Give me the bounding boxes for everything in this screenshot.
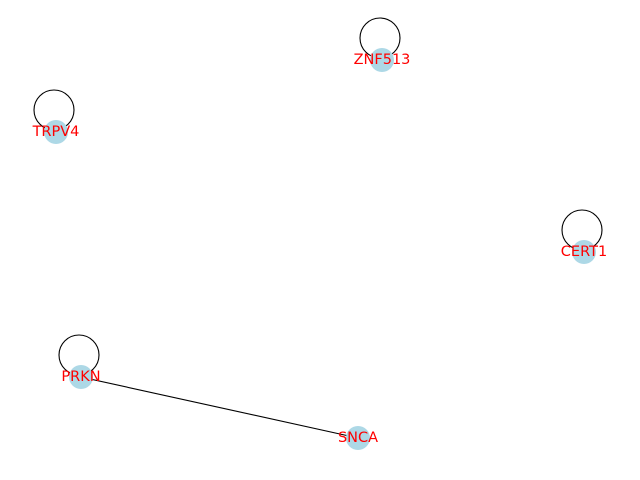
node-trpv4	[44, 120, 68, 144]
node-znf513	[370, 48, 394, 72]
node-label-prkn: PRKN	[61, 369, 100, 385]
node-label-trpv4: TRPV4	[32, 124, 80, 140]
node-label-cert1: CERT1	[561, 244, 607, 260]
nodes-layer	[44, 48, 596, 450]
self-loops-layer	[33, 17, 603, 376]
node-snca	[346, 426, 370, 450]
node-cert1	[572, 240, 596, 264]
node-prkn	[69, 365, 93, 389]
edge-prkn-snca	[80, 376, 359, 439]
node-label-znf513: ZNF513	[354, 52, 411, 68]
node-label-snca: SNCA	[338, 430, 378, 446]
edges-layer	[80, 376, 359, 439]
